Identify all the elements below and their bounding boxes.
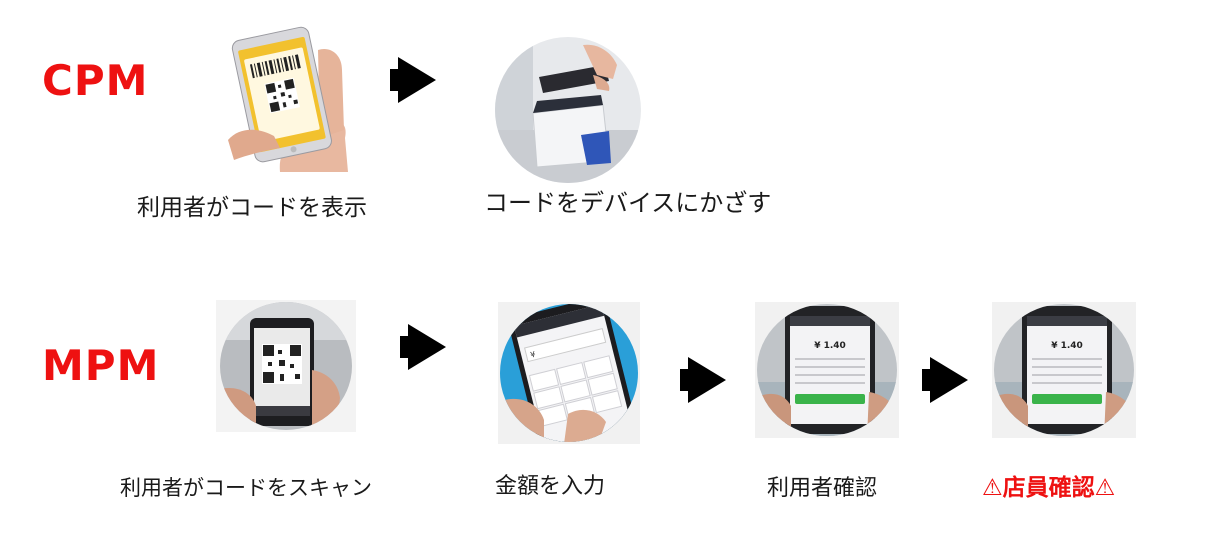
cpm-step1-label: 利用者がコードを表示 [137, 197, 367, 220]
cpm-arrow-icon [388, 55, 438, 105]
cpm-title: CPM [42, 60, 148, 102]
warning-left-icon: ⚠ [982, 475, 1003, 501]
warning-right-icon: ⚠ [1095, 475, 1116, 501]
mpm-step3-label: 利用者確認 [767, 478, 877, 500]
phone-showing-qr-code-image [220, 20, 348, 172]
mpm-step2-label: 金額を入力 [495, 476, 605, 498]
phone-payment-confirmation-image-1: ¥ 1.40 [755, 302, 899, 438]
cpm-step2-label: コードをデバイスにかざす [484, 191, 771, 215]
mpm-arrow-2-icon [678, 355, 728, 405]
mpm-title: MPM [42, 345, 159, 387]
phone-over-scanner-device-image [493, 35, 643, 185]
confirm-amount-2: ¥ 1.40 [1051, 341, 1083, 351]
mpm-step4-label: 店員確認 [1003, 475, 1095, 501]
mpm-step1-label: 利用者がコードをスキャン [120, 478, 372, 499]
phone-payment-confirmation-image-2: ¥ 1.40 [992, 302, 1136, 438]
mpm-arrow-1-icon [398, 322, 448, 372]
phone-scanning-qr-code-image [216, 300, 356, 432]
mpm-arrow-3-icon [920, 355, 970, 405]
mpm-step4-label-group: ⚠店員確認⚠ [982, 477, 1115, 500]
confirm-amount-1: ¥ 1.40 [814, 341, 846, 351]
phone-amount-keypad-image: ¥ [498, 302, 640, 444]
